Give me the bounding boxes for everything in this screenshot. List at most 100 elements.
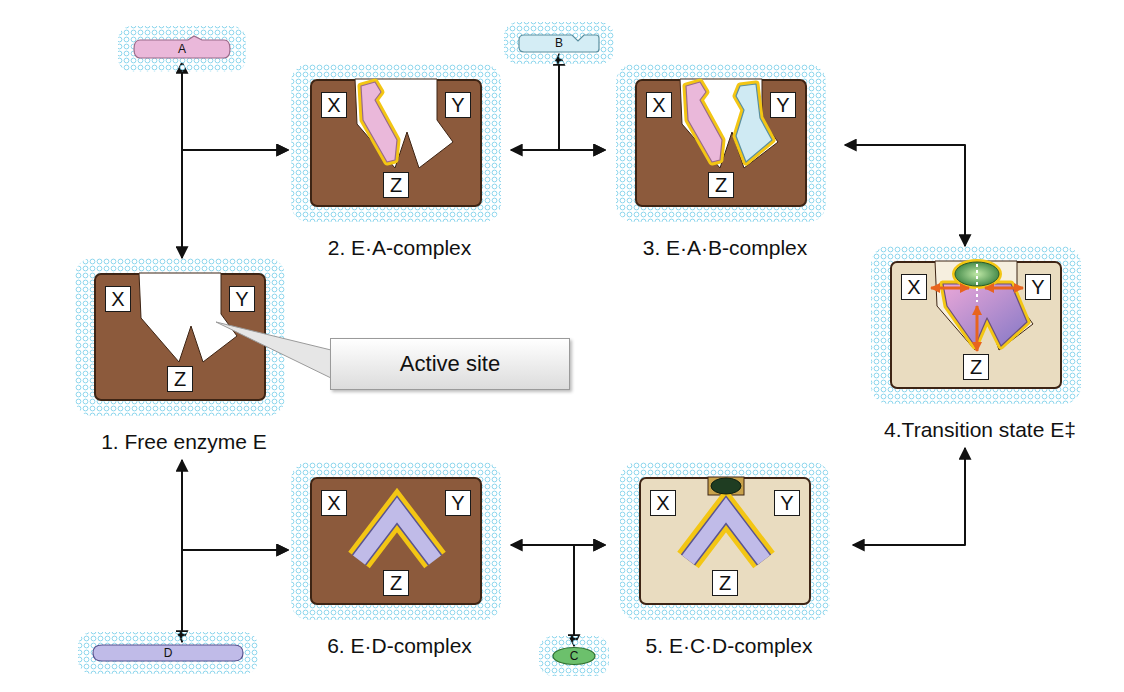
drawing-part xyxy=(688,510,764,560)
binding-site-box: Y xyxy=(1025,274,1051,300)
site-letter: X xyxy=(656,493,669,513)
drawing-part xyxy=(711,478,741,494)
drawing-part xyxy=(943,284,1027,346)
substrate-letter: D xyxy=(164,646,173,660)
drawing-part xyxy=(640,478,810,604)
site-letter: Y xyxy=(776,95,789,115)
drawing-part xyxy=(620,462,830,620)
drawing-part xyxy=(985,287,1023,290)
drawing-part xyxy=(311,478,481,604)
binding-site-box: X xyxy=(105,286,131,312)
drawing-part xyxy=(553,648,595,665)
drawing-part xyxy=(95,273,265,400)
drawing-part xyxy=(311,80,481,206)
drawing-part xyxy=(75,258,285,416)
substrate-letter: B xyxy=(555,36,563,50)
reaction-arrow xyxy=(559,54,605,150)
drawing-part xyxy=(891,262,1061,388)
drawing-part xyxy=(976,264,978,302)
drawing-part xyxy=(311,79,481,206)
drawing-part xyxy=(355,79,453,168)
binding-site-box: Z xyxy=(708,172,734,198)
reaction-arrow xyxy=(853,448,965,545)
drawing-part xyxy=(976,306,979,351)
callout-text: Active site xyxy=(400,351,500,377)
reaction-arrow xyxy=(182,550,288,642)
state-label: 1. Free enzyme E xyxy=(68,430,300,454)
substrate-shape: A xyxy=(130,36,234,62)
enzyme-state-panel: 2. E·A-complex X Y Z xyxy=(288,64,511,266)
enzyme-illustration xyxy=(605,64,837,234)
drawing-part xyxy=(891,261,1061,388)
drawing-part xyxy=(519,35,599,52)
drawing-part xyxy=(95,274,265,400)
reaction-arrow xyxy=(182,460,288,550)
drawing-part xyxy=(708,477,744,495)
enzyme-state-panel: 3. E·A·B-complexXYZ xyxy=(605,64,845,266)
binding-site-box: X xyxy=(321,490,347,516)
state-label: 2. E·A-complex xyxy=(288,236,511,260)
drawing-part xyxy=(688,510,764,560)
drawing-part xyxy=(359,510,435,560)
drawing-part xyxy=(688,510,764,560)
site-letter: Y xyxy=(451,493,464,513)
drawing-part xyxy=(931,287,969,290)
drawing-part xyxy=(359,510,435,560)
site-letter: Z xyxy=(390,573,402,593)
site-letter: Y xyxy=(780,493,793,513)
site-letter: Z xyxy=(719,573,731,593)
drawing-part xyxy=(616,64,826,222)
binding-site-box: Z xyxy=(383,570,409,596)
substrate-shape: D xyxy=(90,642,246,664)
binding-site-box: Y xyxy=(229,286,255,312)
enzyme-state-panel: 5. E·C·D-complexXYZ xyxy=(605,462,853,664)
drawing-part xyxy=(134,36,230,58)
state-label: 4.Transition state E‡ xyxy=(845,418,1115,442)
enzyme-illustration xyxy=(68,258,292,428)
drawing-part xyxy=(291,64,501,222)
binding-site-box: Z xyxy=(167,366,193,392)
drawing-part xyxy=(291,462,501,620)
site-letter: Z xyxy=(390,175,402,195)
binding-site-box: Y xyxy=(774,490,800,516)
enzyme-illustration xyxy=(605,462,845,632)
site-letter: X xyxy=(907,277,920,297)
site-letter: Z xyxy=(970,357,982,377)
drawing-part xyxy=(636,80,806,206)
reaction-arrow xyxy=(182,150,288,258)
drawing-part xyxy=(504,22,614,64)
drawing-part xyxy=(636,79,806,206)
drawing-part xyxy=(640,477,810,604)
drawing-part xyxy=(943,284,1027,346)
reaction-arrow xyxy=(845,145,965,246)
enzyme-state-panel: 4.Transition state E‡ X Y Z xyxy=(845,246,1115,448)
site-letter: X xyxy=(327,95,340,115)
reaction-arrow xyxy=(182,62,288,150)
substrate-shape: C xyxy=(551,646,597,666)
substrate-shape: B xyxy=(516,32,602,54)
drawing-part xyxy=(871,246,1081,404)
enzyme-illustration xyxy=(288,64,503,234)
drawing-part xyxy=(359,510,435,560)
site-letter: X xyxy=(327,493,340,513)
drawing-part xyxy=(361,82,397,162)
site-letter: Y xyxy=(451,95,464,115)
drawing-part xyxy=(686,82,722,162)
drawing-part xyxy=(680,79,778,168)
binding-site-box: X xyxy=(321,92,347,118)
drawing-part xyxy=(118,26,246,72)
binding-site-box: X xyxy=(901,274,927,300)
drawing-part xyxy=(78,632,258,674)
drawing-part xyxy=(139,273,237,362)
binding-site-box: Y xyxy=(770,92,796,118)
binding-site-box: Y xyxy=(445,92,471,118)
state-label: 3. E·A·B-complex xyxy=(605,236,845,260)
drawing-part xyxy=(361,82,397,162)
binding-site-box: X xyxy=(650,490,676,516)
drawing-part xyxy=(311,478,481,604)
enzyme-illustration xyxy=(288,462,503,632)
site-letter: Z xyxy=(174,369,186,389)
site-letter: X xyxy=(111,289,124,309)
substrate-letter: A xyxy=(178,42,186,56)
